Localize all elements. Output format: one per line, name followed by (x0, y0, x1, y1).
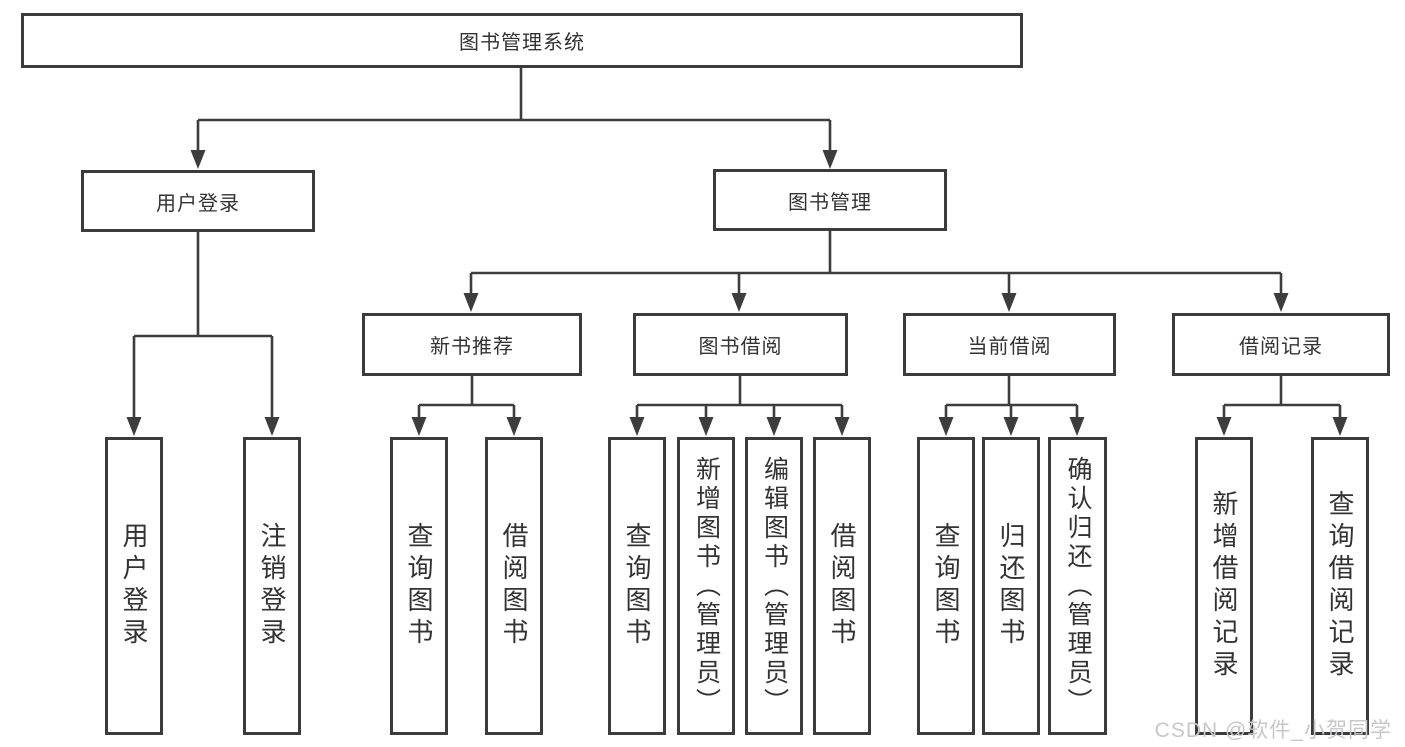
node-user-login-label: 用户登录 (156, 192, 240, 215)
node-book-management: 图书管理 (713, 169, 947, 231)
node-book-borrow-label: 图书借阅 (698, 336, 783, 358)
leaf-borrow-query-books-label: 查询图书 (622, 522, 652, 650)
leaf-edit-book-admin: 编辑图书（管理员） (745, 437, 803, 735)
leaf-add-book-admin: 新增图书（管理员） (677, 437, 735, 735)
arrowheads (126, 150, 1348, 436)
leaf-current-query-books-label: 查询图书 (931, 522, 961, 650)
leaf-recommend-borrow-books-label: 借阅图书 (499, 522, 529, 650)
node-borrow-records: 借阅记录 (1172, 313, 1390, 376)
node-book-borrow: 图书借阅 (633, 313, 848, 376)
leaf-query-borrow-record: 查询借阅记录 (1311, 437, 1369, 735)
node-current-borrow: 当前借阅 (903, 313, 1116, 376)
leaf-borrow-query-books: 查询图书 (608, 437, 666, 735)
leaf-return-book: 归还图书 (982, 437, 1040, 735)
node-root-label: 图书管理系统 (459, 32, 585, 54)
leaf-borrow-books: 借阅图书 (813, 437, 871, 735)
leaf-borrow-books-label: 借阅图书 (827, 522, 857, 650)
node-new-book-recommend-label: 新书推荐 (430, 336, 514, 358)
leaf-edit-book-admin-label: 编辑图书（管理员） (760, 455, 789, 717)
node-current-borrow-label: 当前借阅 (967, 336, 1052, 358)
csdn-watermark: CSDN @软件_小贺同学 (1154, 719, 1392, 742)
leaf-user-login-label: 用户登录 (119, 522, 149, 650)
leaf-logout: 注销登录 (243, 437, 301, 735)
node-root: 图书管理系统 (21, 13, 1023, 68)
leaf-add-book-admin-label: 新增图书（管理员） (692, 455, 721, 717)
leaf-recommend-query-books: 查询图书 (390, 437, 448, 735)
node-user-login: 用户登录 (81, 170, 315, 232)
leaf-return-book-label: 归还图书 (996, 522, 1026, 650)
leaf-query-borrow-record-label: 查询借阅记录 (1325, 490, 1355, 682)
leaf-confirm-return-admin-label: 确认归还（管理员） (1064, 455, 1092, 717)
leaf-current-query-books: 查询图书 (917, 437, 975, 735)
leaf-add-borrow-record: 新增借阅记录 (1195, 437, 1253, 735)
node-new-book-recommend: 新书推荐 (362, 313, 582, 376)
leaf-recommend-query-books-label: 查询图书 (404, 522, 434, 650)
leaf-add-borrow-record-label: 新增借阅记录 (1209, 490, 1239, 682)
leaf-logout-label: 注销登录 (257, 522, 287, 650)
node-book-management-label: 图书管理 (788, 191, 872, 214)
leaf-user-login: 用户登录 (105, 437, 163, 735)
leaf-confirm-return-admin: 确认归还（管理员） (1048, 437, 1107, 735)
node-borrow-records-label: 借阅记录 (1239, 336, 1323, 358)
leaf-recommend-borrow-books: 借阅图书 (485, 437, 543, 735)
